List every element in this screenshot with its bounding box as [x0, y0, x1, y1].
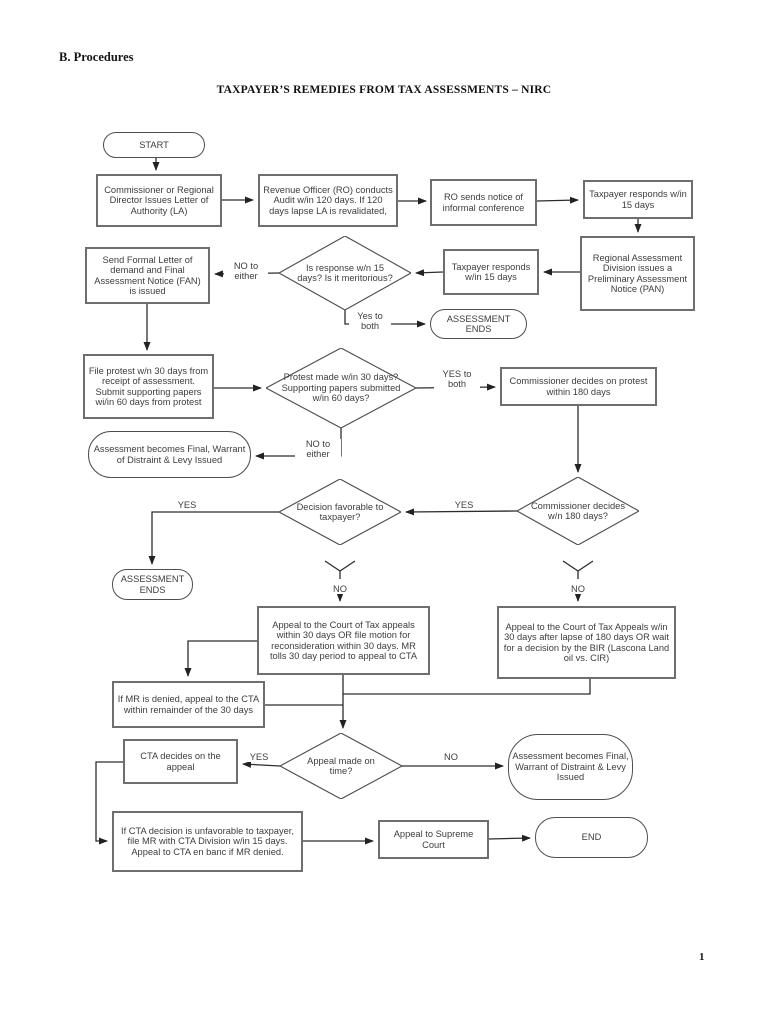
edge-label-no-appeal-time: NO [437, 752, 465, 763]
edge-label-yes-to-both-response: Yes to both [349, 311, 391, 332]
edge-label-yes-to-both-protest: YES to both [434, 369, 480, 390]
decision-label: Protest made w/in 30 days? Supporting pa… [281, 372, 401, 404]
node-cta-decides: CTA decides on the appeal [123, 739, 238, 784]
decision-appeal-on-time: Appeal made on time? [280, 733, 402, 799]
node-assessment-ends-1: ASSESSMENT ENDS [430, 309, 527, 339]
node-issue-letter-of-authority: Commissioner or Regional Director Issues… [96, 174, 222, 227]
section-heading: B. Procedures [59, 50, 134, 64]
decision-response-meritorious: Is response w/n 15 days? Is it meritorio… [279, 236, 411, 310]
node-start: START [103, 132, 205, 158]
edge-label-yes-appeal-time: YES [243, 752, 275, 763]
edge-diamond2-to-final1 [255, 428, 342, 460]
node-taxpayer-responds-1: Taxpayer responds w/in 15 days [583, 180, 693, 219]
node-assessment-final-1: Assessment becomes Final, Warrant of Dis… [88, 431, 251, 478]
node-fan-issued: Send Formal Letter of demand and Final A… [85, 247, 210, 304]
node-mr-denied: If MR is denied, appeal to the CTA withi… [112, 681, 265, 728]
node-taxpayer-responds-2: Taxpayer responds w/in 15 days [443, 249, 539, 295]
edge-label-no-to-either-protest: NO to either [295, 439, 341, 460]
edge-taxpayer2-to-diamond1 [415, 269, 444, 277]
edge-label-yes-favorable: YES [170, 500, 204, 511]
decision-favorable: Decision favorable to taxpayer? [279, 479, 401, 545]
decision-label: Appeal made on time? [307, 755, 375, 776]
edge-label-yes-decides-180: YES [446, 500, 482, 511]
edge-diamond5-to-ctadecides [242, 760, 281, 768]
node-informal-conference: RO sends notice of informal conference [430, 179, 537, 226]
decision-label: Is response w/n 15 days? Is it meritorio… [297, 262, 393, 283]
node-ro-audit: Revenue Officer (RO) conducts Audit w/in… [258, 174, 398, 227]
edge-diamond1-to-ends1 [344, 310, 426, 328]
page-title: TAXPAYER’S REMEDIES FROM TAX ASSESSMENTS… [216, 84, 552, 96]
edge-appeallapse-join [343, 679, 591, 695]
edge-sc-to-end [488, 834, 531, 842]
node-pan-issued: Regional Assessment Division issues a Pr… [580, 236, 695, 311]
fork-below-diamond4 [562, 560, 594, 579]
node-appeal-cta-or-mr: Appeal to the Court of Tax appeals withi… [257, 606, 430, 675]
edge-label-no-favorable: NO [328, 584, 352, 595]
node-appeal-supreme-court: Appeal to Supreme Court [378, 820, 489, 859]
edge-appealmr-to-mrdenied [184, 640, 257, 677]
node-end: END [535, 817, 648, 858]
decision-protest-made: Protest made w/in 30 days? Supporting pa… [266, 348, 416, 428]
node-file-protest: File protest w/n 30 days from receipt of… [83, 354, 214, 419]
edge-diamond3-to-ends2 [148, 511, 279, 565]
edge-ctadecides-to-unfavorable [95, 761, 123, 845]
edge-label-no-to-either-response: NO to either [224, 261, 268, 282]
node-cta-unfavorable: If CTA decision is unfavorable to taxpay… [112, 811, 303, 872]
decision-label: Decision favorable to taxpayer? [296, 501, 384, 522]
node-commissioner-decides-protest: Commissioner decides on protest within 1… [500, 367, 657, 406]
node-appeal-cta-after-lapse: Appeal to the Court of Tax Appeals w/in … [497, 606, 676, 679]
page-number: 1 [699, 951, 705, 963]
fork-below-diamond3 [324, 560, 356, 579]
node-assessment-ends-2: ASSESSMENT ENDS [112, 569, 193, 600]
edge-diamond4-to-diamond3 [405, 508, 518, 516]
decision-decides-180: Commissioner decides w/n 180 days? [517, 477, 639, 545]
edge-label-no-decides-180: NO [566, 584, 590, 595]
decision-label: Commissioner decides w/n 180 days? [530, 500, 626, 521]
node-assessment-final-2: Assessment becomes Final, Warrant of Dis… [508, 734, 633, 800]
edge-conference-to-taxpayer1 [536, 196, 579, 204]
